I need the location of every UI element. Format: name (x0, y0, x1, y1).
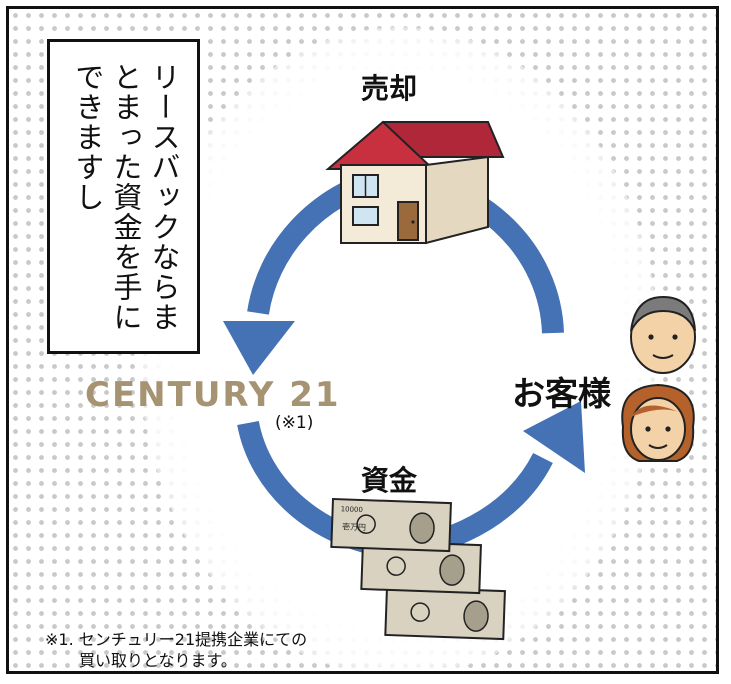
banknote-icon: 10000 壱万円 (330, 497, 506, 641)
footnote-line-1: ※1. センチュリー21提携企業にての (45, 630, 308, 649)
note-ref: (※1) (275, 413, 314, 433)
house-icon (325, 120, 505, 245)
man-icon (630, 295, 696, 374)
brand-logo: CENTURY 21 (85, 375, 341, 415)
label-sell: 売却 (361, 72, 418, 105)
speech-box: リースバックならまとまった資金を手にできますし (47, 39, 200, 354)
banknote-text: 壱万円 (342, 521, 366, 532)
label-customer: お客様 (512, 374, 611, 413)
footnote-line-2: 買い取りとなります。 (79, 651, 237, 670)
footnote: ※1. センチュリー21提携企業にての 買い取りとなります。 (45, 629, 307, 671)
label-funds: 資金 (361, 464, 418, 497)
comic-panel: 10000 壱万円 リースバックならまとまった資金を手にできますし 売却 資金 … (6, 6, 719, 674)
woman-icon (621, 383, 695, 462)
vertical-heading: リースバックならまとまった資金を手にできますし (71, 62, 181, 332)
banknote-denomination: 10000 (341, 505, 364, 514)
